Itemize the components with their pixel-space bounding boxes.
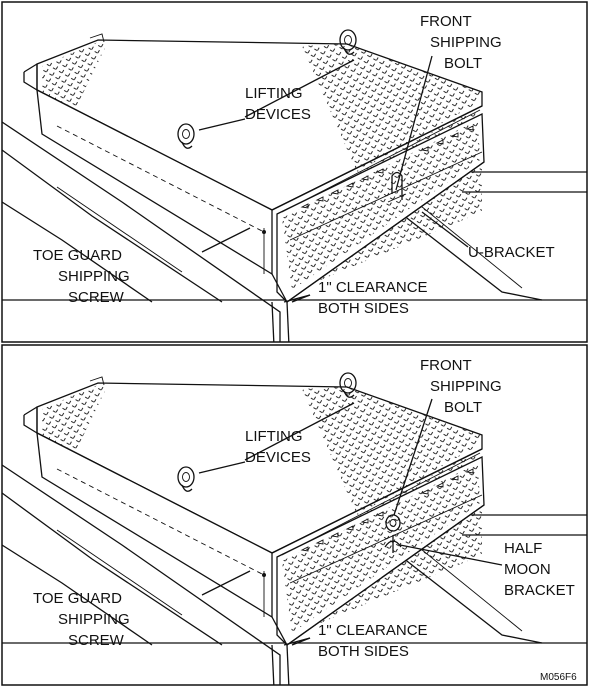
top-tg-line1: TOE GUARD: [33, 247, 122, 264]
top-tg-line2: SHIPPING: [58, 268, 130, 285]
top-panel: [2, 29, 587, 342]
bot-bracket-line2: MOON: [504, 561, 551, 578]
bot-tg-line3: SCREW: [68, 632, 125, 649]
bottom-lifting-devices-label: LIFTING DEVICES: [245, 428, 311, 466]
bot-bracket-line1: HALF: [504, 540, 542, 557]
bot-tg-line2: SHIPPING: [58, 611, 130, 628]
bot-fsb-line2: SHIPPING: [430, 378, 502, 395]
bottom-bracket-label: HALF MOON BRACKET: [504, 540, 575, 599]
bot-ld-line2: DEVICES: [245, 449, 311, 466]
bottom-front-shipping-bolt-label: FRONT SHIPPING BOLT: [420, 357, 502, 416]
front-shipping-bolt: [387, 171, 407, 203]
bottom-clearance-label: 1" CLEARANCE BOTH SIDES: [318, 622, 428, 660]
top-clearance-label: 1" CLEARANCE BOTH SIDES: [318, 279, 428, 317]
figure-code: M056F6: [540, 672, 577, 683]
top-fsb-line3: BOLT: [444, 55, 482, 72]
bottom-panel: [2, 372, 587, 685]
top-bracket-label: U-BRACKET: [468, 244, 555, 261]
top-clr-line2: BOTH SIDES: [318, 300, 409, 317]
top-bracket-line1: U-BRACKET: [468, 244, 555, 261]
bot-clr-line1: 1" CLEARANCE: [318, 622, 428, 639]
top-panel-frame: [1, 1, 588, 343]
top-ld-line1: LIFTING: [245, 85, 303, 102]
top-clr-line1: 1" CLEARANCE: [318, 279, 428, 296]
bottom-toe-guard-screw-label: TOE GUARD SHIPPING SCREW: [33, 590, 130, 649]
top-front-shipping-bolt-label: FRONT SHIPPING BOLT: [420, 13, 502, 72]
bot-fsb-line1: FRONT: [420, 357, 472, 374]
top-fsb-line1: FRONT: [420, 13, 472, 30]
bot-bracket-line3: BRACKET: [504, 582, 575, 599]
top-fsb-line2: SHIPPING: [430, 34, 502, 51]
top-ld-line2: DEVICES: [245, 106, 311, 123]
top-lifting-devices-label: LIFTING DEVICES: [245, 85, 311, 123]
top-tg-line3: SCREW: [68, 289, 125, 306]
bot-fsb-line3: BOLT: [444, 399, 482, 416]
bot-tg-line1: TOE GUARD: [33, 590, 122, 607]
bot-ld-line1: LIFTING: [245, 428, 303, 445]
top-toe-guard-screw-label: TOE GUARD SHIPPING SCREW: [33, 247, 130, 306]
bot-clr-line2: BOTH SIDES: [318, 643, 409, 660]
half-moon-bracket: [384, 514, 402, 553]
bottom-panel-frame: [1, 344, 588, 686]
